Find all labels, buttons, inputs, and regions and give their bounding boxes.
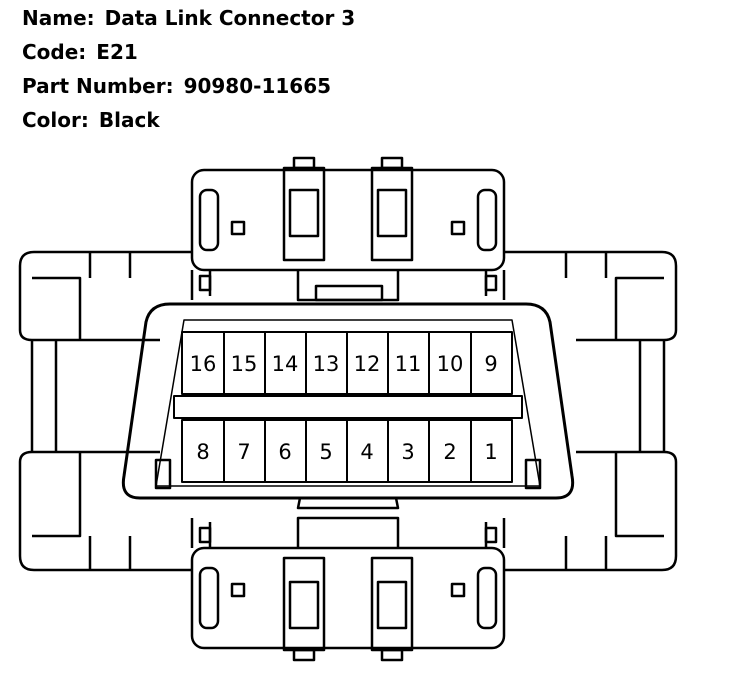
code-value: E21 (96, 40, 138, 64)
code-row: Code: E21 (22, 38, 355, 72)
pin-label: 3 (401, 440, 414, 464)
connector-face (121, 302, 575, 510)
pin-cavity (470, 419, 513, 483)
pin-label: 13 (313, 352, 340, 376)
pin-row-top (181, 331, 513, 395)
color-label: Color: (22, 108, 89, 132)
color-value: Black (98, 108, 160, 132)
bottom-latch-housing (190, 516, 506, 662)
part-number-row: Part Number: 90980-11665 (22, 72, 355, 106)
pin-label: 11 (395, 352, 422, 376)
pin-label: 14 (272, 352, 299, 376)
right-bracket (504, 250, 678, 572)
pin-label: 7 (237, 440, 250, 464)
code-label: Code: (22, 40, 87, 64)
pin-label: 16 (190, 352, 217, 376)
top-latch-housing (190, 156, 506, 302)
pin-label: 9 (484, 352, 497, 376)
pin-cavity (470, 331, 513, 395)
name-label: Name: (22, 6, 95, 30)
pin-label: 2 (443, 440, 456, 464)
color-row: Color: Black (22, 106, 355, 140)
pin-label: 5 (319, 440, 332, 464)
part-number-label: Part Number: (22, 74, 174, 98)
left-bracket (18, 250, 192, 572)
connector-info: Name: Data Link Connector 3 Code: E21 Part… (22, 4, 355, 140)
pin-label: 4 (360, 440, 373, 464)
name-row: Name: Data Link Connector 3 (22, 4, 355, 38)
pin-label: 1 (484, 440, 497, 464)
name-value: Data Link Connector 3 (104, 6, 356, 30)
pin-row-bottom (181, 419, 513, 483)
part-number-value: 90980-11665 (183, 74, 332, 98)
pin-label: 10 (437, 352, 464, 376)
pin-label: 12 (354, 352, 381, 376)
pin-label: 6 (278, 440, 291, 464)
pin-label: 15 (231, 352, 258, 376)
pin-label: 8 (196, 440, 209, 464)
